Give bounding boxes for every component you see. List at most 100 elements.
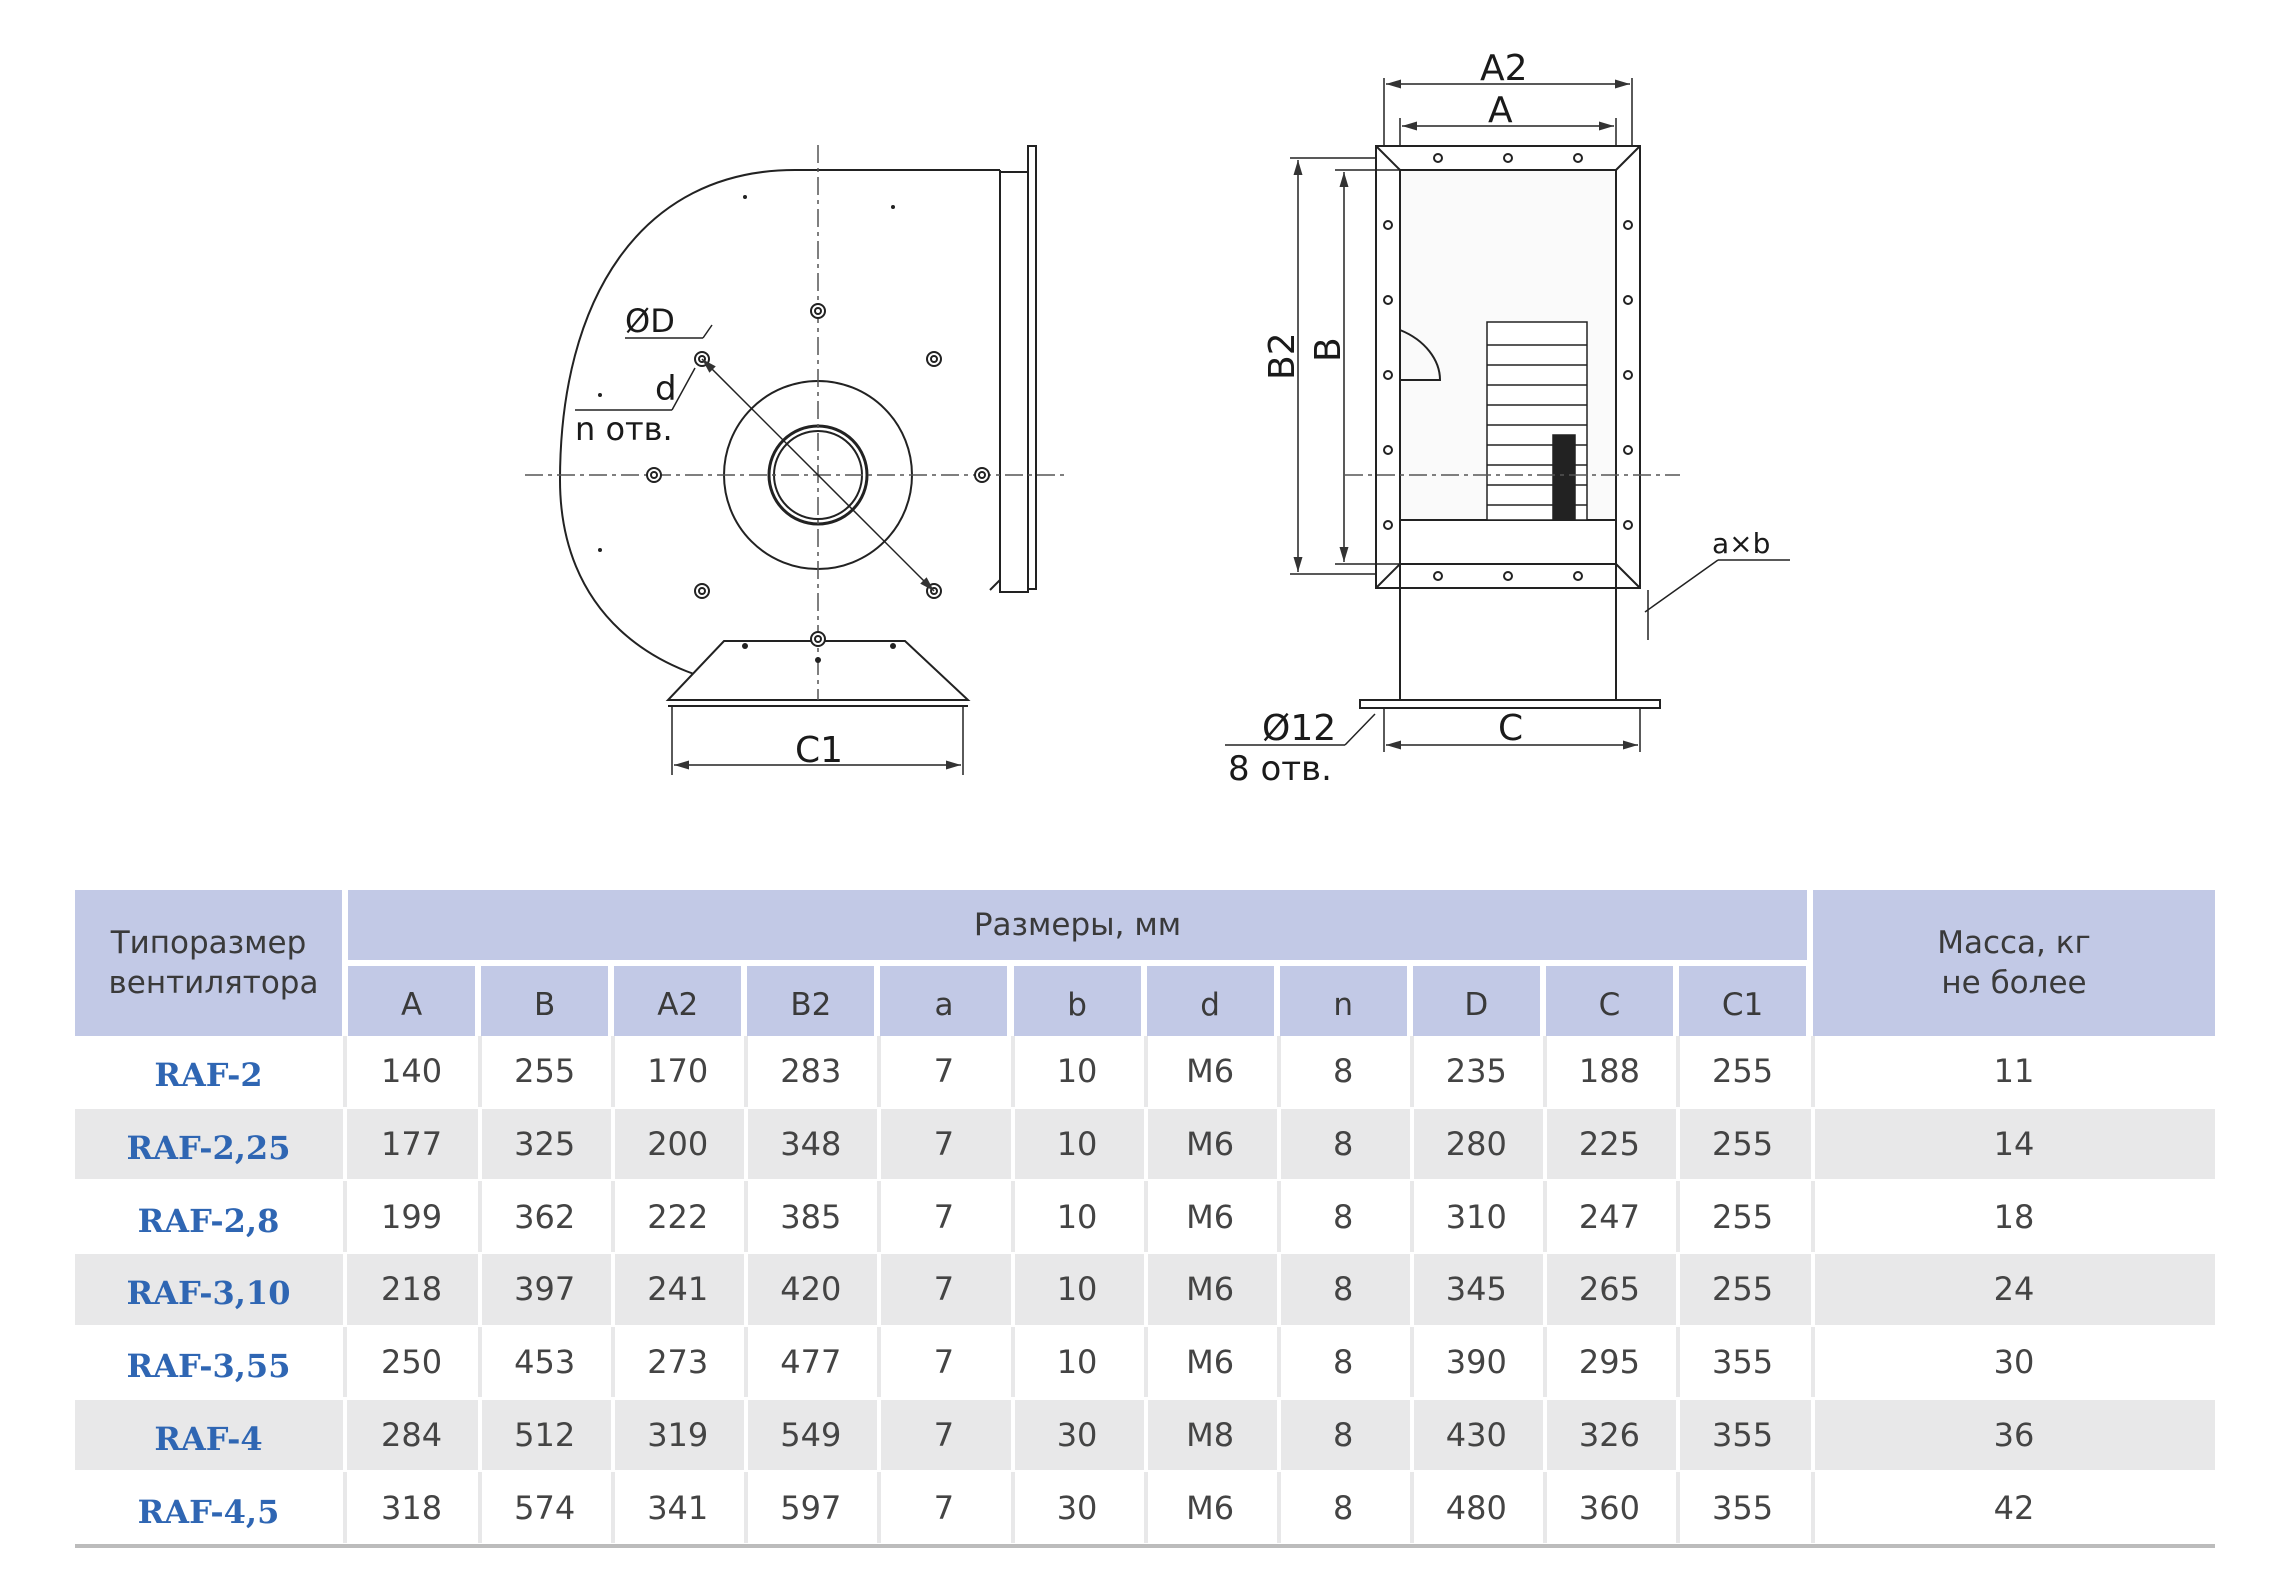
dimensions-table: Типоразмер вентилятора Размеры, мм Масса… — [75, 890, 2215, 1552]
column-divider — [1143, 1254, 1148, 1325]
cell-d: M6 — [1186, 1125, 1235, 1164]
model-name: RAF-3,10 — [126, 1274, 291, 1313]
label-n-holes: n отв. — [575, 410, 673, 448]
column-divider — [343, 1472, 347, 1543]
column-divider — [1811, 1181, 1815, 1253]
column-divider — [343, 1181, 347, 1253]
column-header-c: C — [1545, 966, 1673, 1036]
column-divider — [1276, 1036, 1281, 1107]
cell-c: 295 — [1578, 1343, 1640, 1382]
cell-b2: 597 — [780, 1488, 842, 1527]
cell-c1: 255 — [1712, 1125, 1774, 1164]
cell-c: 247 — [1578, 1197, 1640, 1236]
cell-b: 574 — [514, 1488, 576, 1527]
column-divider — [1811, 1254, 1815, 1325]
cell-a: 284 — [381, 1415, 443, 1454]
table-bottom-rule — [75, 1544, 2215, 1548]
column-header-b: b — [1013, 966, 1141, 1036]
column-divider — [1010, 1108, 1015, 1180]
column-divider — [1542, 1108, 1547, 1180]
cell-a: 7 — [933, 1343, 955, 1382]
column-divider — [478, 1254, 483, 1325]
cell-b: 325 — [514, 1125, 576, 1164]
cell-c: 225 — [1578, 1125, 1640, 1164]
cell-b: 255 — [514, 1052, 576, 1091]
column-divider — [1409, 1399, 1414, 1471]
column-divider — [343, 1036, 347, 1107]
column-divider — [1676, 1326, 1680, 1398]
label-D: ØD — [625, 302, 675, 340]
column-divider — [343, 1326, 347, 1398]
cell-d: M6 — [1186, 1343, 1235, 1382]
column-header-a2: A2 — [614, 966, 742, 1036]
cell-a2: 319 — [647, 1415, 709, 1454]
cell-a: 7 — [933, 1125, 955, 1164]
header-mass: Масса, кг не более — [1813, 890, 2215, 1036]
cell-n: 8 — [1333, 1488, 1354, 1527]
column-divider — [1143, 1036, 1148, 1107]
column-divider — [1010, 1181, 1015, 1253]
header-sizes: Размеры, мм — [348, 890, 1807, 960]
cell-c: 265 — [1578, 1270, 1640, 1309]
cell-b: 362 — [514, 1197, 576, 1236]
column-divider — [1542, 1181, 1547, 1253]
cell-a: 318 — [381, 1488, 443, 1527]
cell-d: 430 — [1445, 1415, 1507, 1454]
cell-a2: 273 — [647, 1343, 709, 1382]
column-divider — [611, 1181, 616, 1253]
cell-d: 480 — [1445, 1488, 1507, 1527]
column-divider — [1276, 1254, 1281, 1325]
header-model: Типоразмер вентилятора — [75, 890, 342, 1036]
column-divider — [1542, 1472, 1547, 1543]
cell-a: 7 — [933, 1270, 955, 1309]
front-view — [1225, 78, 1790, 752]
label-ab: a×b — [1712, 527, 1770, 560]
column-divider — [1010, 1472, 1015, 1543]
cell-b2: 385 — [780, 1197, 842, 1236]
column-divider — [877, 1181, 882, 1253]
cell-a: 7 — [933, 1197, 955, 1236]
cell-a2: 241 — [647, 1270, 709, 1309]
column-divider — [611, 1254, 616, 1325]
column-divider — [1409, 1036, 1414, 1107]
column-divider — [1143, 1472, 1148, 1543]
column-divider — [1811, 1326, 1815, 1398]
impeller — [1486, 321, 1588, 521]
cell-b: 512 — [514, 1415, 576, 1454]
cell-mass: 30 — [1993, 1343, 2035, 1382]
column-divider — [1143, 1399, 1148, 1471]
column-divider — [611, 1326, 616, 1398]
column-divider — [1676, 1472, 1680, 1543]
column-divider — [1542, 1036, 1547, 1107]
model-name: RAF-2,8 — [137, 1201, 280, 1240]
cell-d: 235 — [1445, 1052, 1507, 1091]
column-divider — [744, 1399, 749, 1471]
cell-b: 10 — [1056, 1125, 1098, 1164]
column-divider — [343, 1108, 347, 1180]
label-d: d — [655, 369, 677, 409]
column-divider — [478, 1036, 483, 1107]
cell-b: 30 — [1056, 1488, 1098, 1527]
column-divider — [343, 1254, 347, 1325]
column-divider — [1676, 1036, 1680, 1107]
column-divider — [478, 1399, 483, 1471]
cell-a: 140 — [381, 1052, 443, 1091]
cell-d: 345 — [1445, 1270, 1507, 1309]
cell-b: 10 — [1056, 1197, 1098, 1236]
model-name: RAF-2,25 — [126, 1129, 291, 1168]
column-divider — [343, 1399, 347, 1471]
column-header-n: n — [1279, 966, 1407, 1036]
column-divider — [611, 1472, 616, 1543]
label-A2: A2 — [1480, 48, 1528, 89]
column-divider — [744, 1472, 749, 1543]
cell-mass: 18 — [1993, 1197, 2035, 1236]
column-divider — [1143, 1181, 1148, 1253]
column-divider — [744, 1254, 749, 1325]
column-divider — [478, 1108, 483, 1180]
column-divider — [877, 1399, 882, 1471]
volute-housing — [558, 169, 1000, 691]
column-divider — [1676, 1181, 1680, 1253]
cell-a: 7 — [933, 1052, 955, 1091]
column-divider — [611, 1399, 616, 1471]
cell-n: 8 — [1333, 1052, 1354, 1091]
